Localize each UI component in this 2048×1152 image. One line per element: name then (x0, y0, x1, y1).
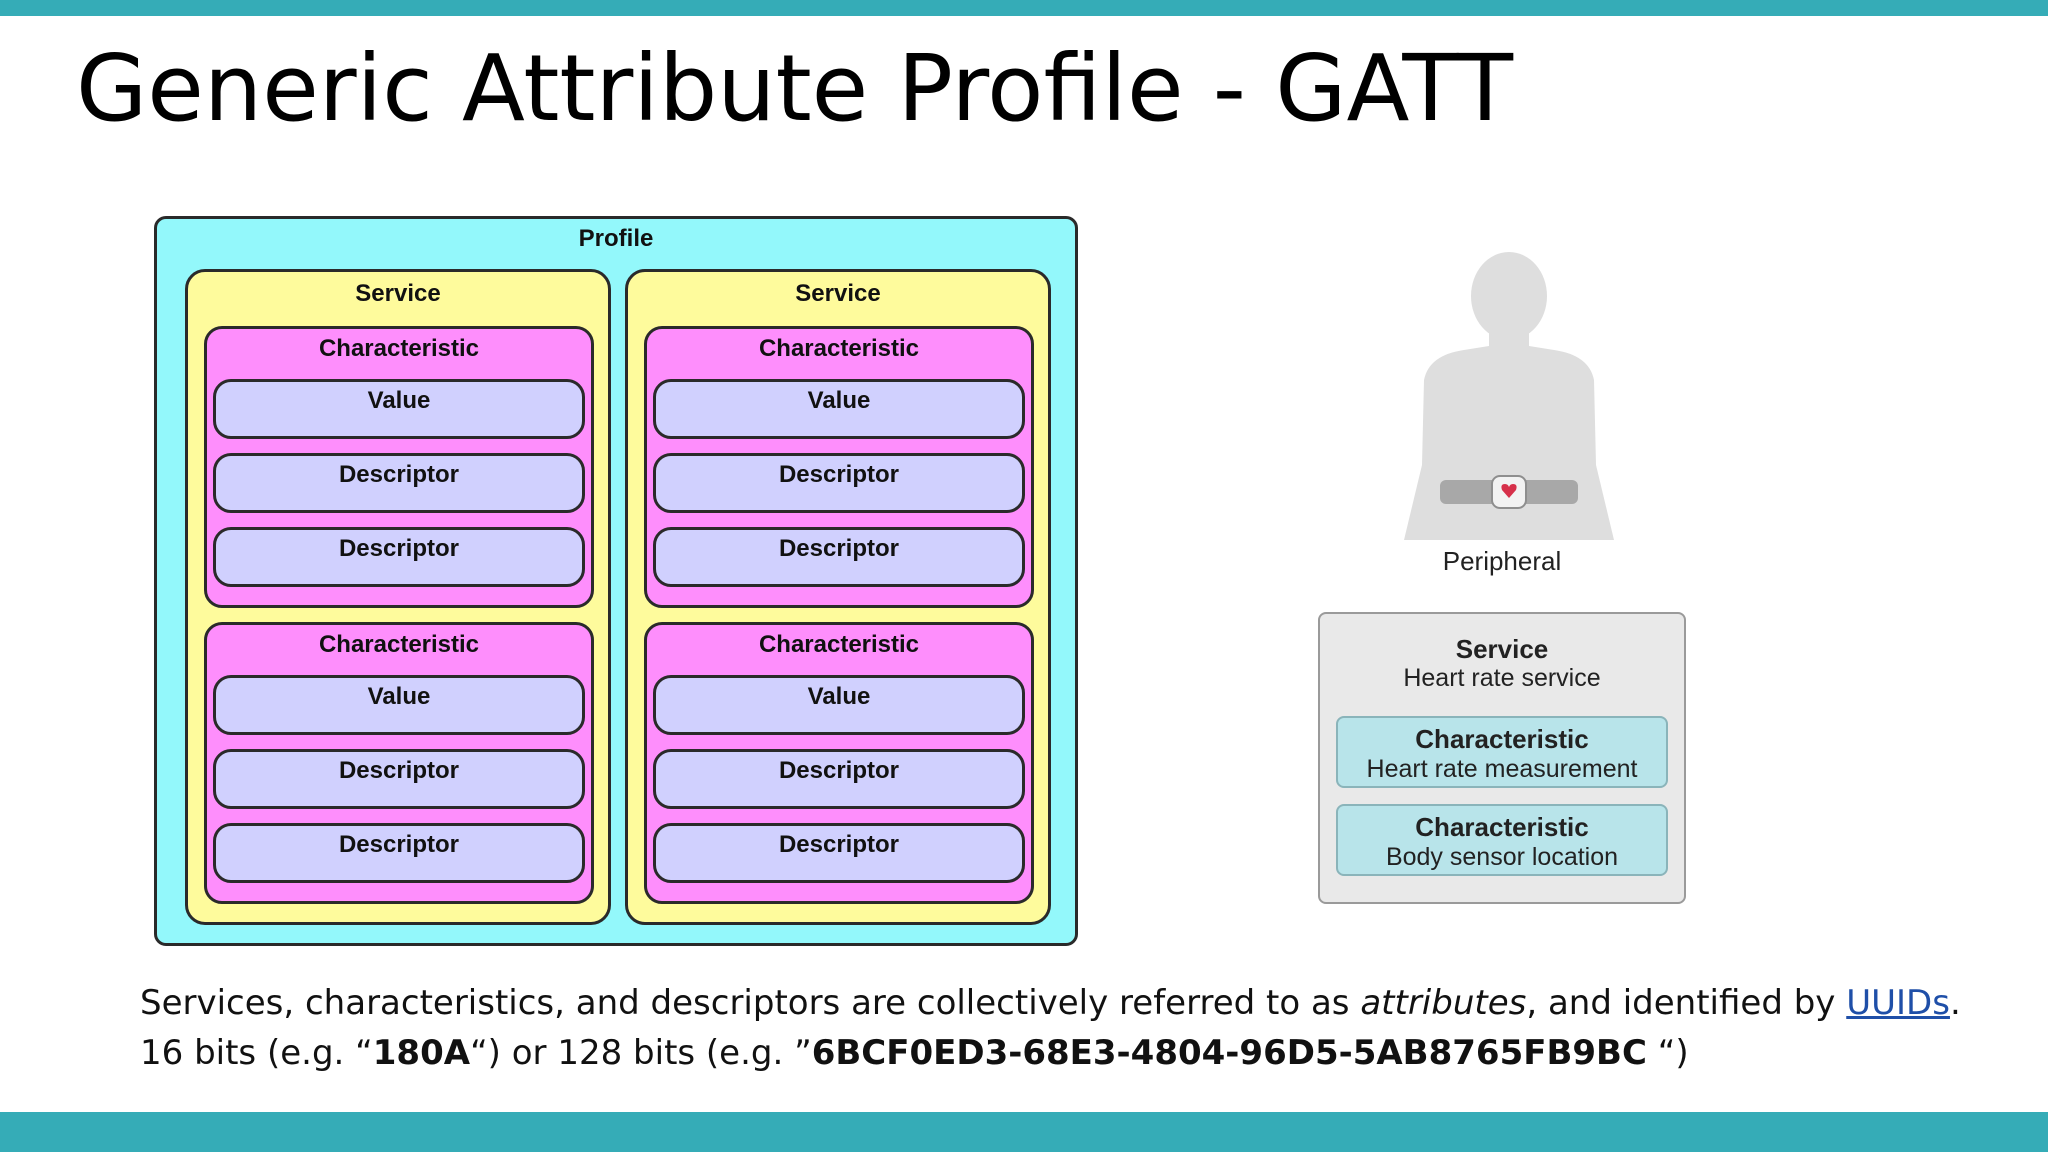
heart-rate-characteristic-box: Characteristic Heart rate measurement (1336, 716, 1668, 788)
descriptor-box: Descriptor (653, 823, 1025, 883)
characteristic-box: Characteristic Value Descriptor Descript… (204, 326, 594, 608)
bottom-accent-band (0, 1112, 2048, 1152)
peripheral-label: Peripheral (1442, 546, 1562, 576)
caption-text: Services, characteristics, and descripto… (140, 983, 1361, 1023)
value-box: Value (653, 675, 1025, 735)
characteristic-box: Characteristic Value Descriptor Descript… (644, 326, 1034, 608)
descriptor-box: Descriptor (653, 527, 1025, 587)
uuids-link[interactable]: UUIDs (1846, 983, 1950, 1023)
profile-label: Profile (578, 225, 654, 252)
descriptor-box: Descriptor (213, 527, 585, 587)
caption-line-1: Services, characteristics, and descripto… (140, 978, 2020, 1028)
service-box-2: Service Characteristic Value Descriptor … (625, 269, 1051, 925)
characteristic-title: Characteristic (1415, 812, 1589, 842)
caption: Services, characteristics, and descripto… (140, 978, 2020, 1078)
caption-text: “) or 128 bits (e.g. ” (470, 1033, 812, 1073)
caption-text: , and identified by (1526, 983, 1847, 1023)
characteristic-label: Characteristic (318, 335, 480, 362)
caption-text: “) (1646, 1033, 1689, 1073)
service-title: Service (1455, 634, 1549, 664)
service-label: Service (355, 280, 441, 307)
characteristic-box: Characteristic Value Descriptor Descript… (204, 622, 594, 904)
uuid-128bit-example: 6BCF0ED3-68E3-4804-96D5-5AB8765FB9BC (811, 1033, 1647, 1073)
descriptor-box: Descriptor (653, 749, 1025, 809)
value-box: Value (213, 675, 585, 735)
service-name: Heart rate service (1403, 664, 1601, 692)
characteristic-name: Body sensor location (1385, 843, 1619, 871)
heart-rate-characteristic-box: Characteristic Body sensor location (1336, 804, 1668, 876)
descriptor-box: Descriptor (653, 453, 1025, 513)
caption-text: . (1949, 983, 1961, 1023)
characteristic-label: Characteristic (758, 335, 920, 362)
characteristic-box: Characteristic Value Descriptor Descript… (644, 622, 1034, 904)
top-accent-band (0, 0, 2048, 16)
descriptor-box: Descriptor (213, 823, 585, 883)
characteristic-name: Heart rate measurement (1366, 755, 1638, 783)
heart-rate-service-box: Service Heart rate service Characteristi… (1318, 612, 1686, 904)
service-box-1: Service Characteristic Value Descriptor … (185, 269, 611, 925)
descriptor-box: Descriptor (213, 453, 585, 513)
characteristic-label: Characteristic (318, 631, 480, 658)
descriptor-box: Descriptor (213, 749, 585, 809)
caption-line-2: 16 bits (e.g. “180A“) or 128 bits (e.g. … (140, 1028, 2020, 1078)
person-with-heart-rate-strap-icon (1404, 252, 1614, 540)
value-box: Value (213, 379, 585, 439)
characteristic-title: Characteristic (1415, 724, 1589, 754)
uuid-16bit-example: 180A (372, 1033, 471, 1073)
slide-title: Generic Attribute Profile - GATT (76, 35, 1514, 142)
caption-text: 16 bits (e.g. “ (140, 1033, 373, 1073)
caption-italic-text: attributes (1360, 983, 1527, 1023)
service-label: Service (795, 280, 881, 307)
profile-box: Profile Service Characteristic Value Des… (154, 216, 1078, 946)
value-box: Value (653, 379, 1025, 439)
characteristic-label: Characteristic (758, 631, 920, 658)
